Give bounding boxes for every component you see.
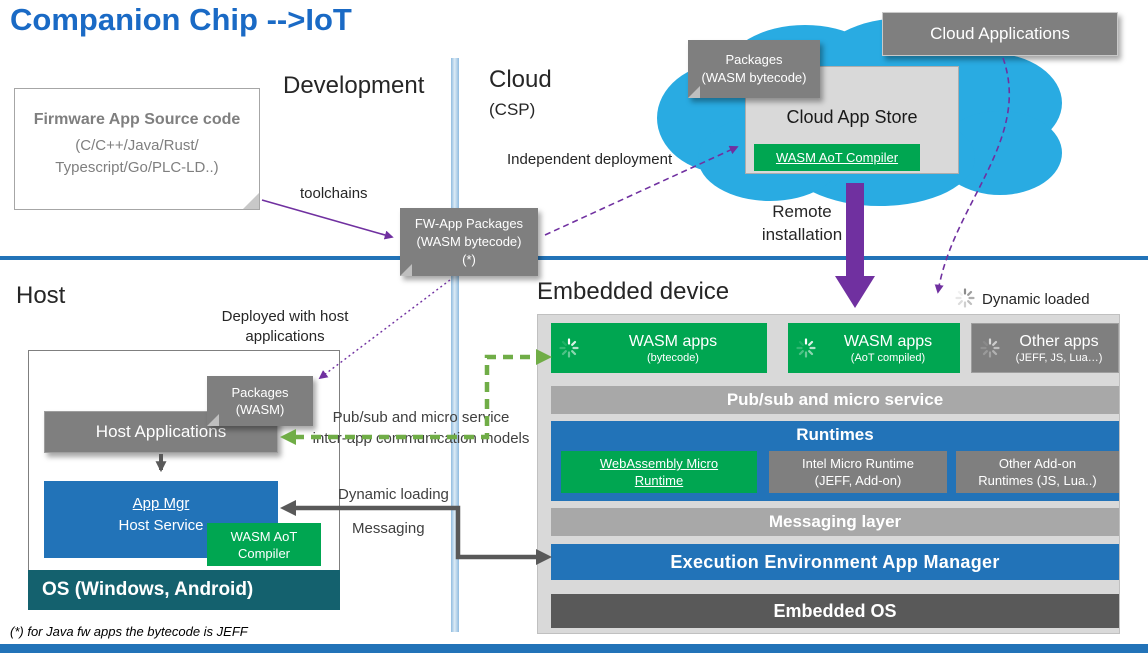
host-os-bar: OS (Windows, Android) [28, 570, 340, 610]
pubsub-models-line2: inter-app communication models [312, 430, 530, 447]
cloud-applications-label: Cloud Applications [930, 24, 1070, 43]
execution-environment-label: Execution Environment App Manager [670, 551, 1000, 572]
bottom-accent-bar [0, 644, 1148, 653]
fw-app-packages-line2: (WASM bytecode) [416, 234, 522, 249]
toolchains-label: toolchains [300, 185, 368, 202]
app-title: WASM apps [843, 332, 933, 350]
pubsub-models-label: Pub/sub and micro service inter-app comm… [296, 407, 546, 449]
embedded-os-label: Embedded OS [773, 600, 897, 621]
embedded-device-panel: WASM apps (bytecode) WASM apps (AoT comp… [537, 314, 1120, 634]
webassembly-micro-runtime-box: WebAssembly Micro Runtime [561, 451, 757, 493]
host-applications-label: Host Applications [95, 422, 227, 441]
host-packages-line2: (WASM) [235, 402, 285, 417]
messaging-label: Messaging [352, 520, 425, 537]
app-subtitle: (JEFF, JS, Lua…) [1015, 351, 1103, 364]
section-label-csp: (CSP) [489, 100, 536, 119]
host-aot-line2: Compiler [237, 546, 290, 561]
toolchains-arrow [261, 199, 394, 240]
runtime-line1: Other Add-on [998, 456, 1077, 471]
fw-app-packages-line1: FW-App Packages [414, 216, 524, 231]
fw-app-packages-line3: (*) [462, 252, 476, 267]
section-label-development: Development [283, 72, 425, 99]
app-mgr-label: App Mgr [132, 495, 190, 512]
deployed-line1: Deployed with host [221, 308, 349, 325]
independent-deployment-label: Independent deployment [507, 151, 673, 168]
cloud-wasm-aot-compiler-label: WASM AoT Compiler [775, 150, 899, 165]
vertical-divider [451, 58, 459, 632]
runtimes-title: Runtimes [796, 425, 874, 444]
messaging-layer-bar: Messaging layer [551, 508, 1119, 536]
other-addon-runtimes-box: Other Add-on Runtimes (JS, Lua..) [956, 451, 1119, 493]
pubsub-service-bar: Pub/sub and micro service [551, 386, 1119, 414]
deployed-with-host-label: Deployed with host applications [190, 307, 380, 347]
cloud-app-store-label: Cloud App Store [786, 107, 918, 127]
note-fold-corner [688, 86, 700, 98]
embedded-os-bar: Embedded OS [551, 594, 1119, 628]
host-service-label: Host Service [118, 517, 204, 534]
firmware-languages-line2: Typescript/Go/PLC-LD..) [55, 159, 219, 176]
runtimes-panel: Runtimes WebAssembly Micro Runtime Intel… [551, 421, 1119, 501]
host-wasm-aot-compiler-box: WASM AoT Compiler [207, 523, 321, 566]
host-aot-line1: WASM AoT [230, 529, 298, 544]
pubsub-service-label: Pub/sub and micro service [726, 390, 944, 409]
runtime-line2: (JEFF, Add-on) [814, 473, 902, 488]
section-label-cloud: Cloud [489, 66, 552, 93]
remote-line2: installation [761, 225, 843, 244]
wasm-apps-bytecode-box: WASM apps (bytecode) [551, 323, 767, 373]
firmware-source-title: Firmware App Source code [33, 111, 241, 128]
horizontal-divider [0, 256, 1148, 260]
loading-spinner-icon [955, 288, 975, 308]
section-label-host: Host [16, 282, 66, 309]
runtime-line1: WebAssembly Micro [599, 456, 719, 471]
messaging-layer-label: Messaging layer [768, 512, 902, 531]
app-title: WASM apps [628, 332, 718, 350]
section-label-embedded-device: Embedded device [537, 278, 730, 305]
cloud-wasm-aot-compiler-box: WASM AoT Compiler [754, 144, 920, 171]
remote-line1: Remote [772, 202, 832, 221]
other-apps-box: Other apps (JEFF, JS, Lua…) [971, 323, 1119, 373]
runtime-line1: Intel Micro Runtime [802, 456, 914, 471]
loading-spinner-icon [796, 338, 816, 358]
app-subtitle: (bytecode) [647, 351, 699, 364]
app-title: Other apps [1019, 332, 1099, 350]
note-fold-corner [207, 414, 219, 426]
host-os-label: OS (Windows, Android) [42, 579, 254, 600]
loading-spinner-icon [980, 338, 1000, 358]
note-fold-corner [400, 264, 412, 276]
dynamic-loaded-label: Dynamic loaded [982, 291, 1090, 308]
execution-environment-bar: Execution Environment App Manager [551, 544, 1119, 580]
pubsub-models-line1: Pub/sub and micro service [332, 409, 510, 426]
wasm-apps-aot-box: WASM apps (AoT compiled) [788, 323, 960, 373]
firmware-source-box: Firmware App Source code (C/C++/Java/Rus… [14, 88, 260, 210]
cloud-applications-box: Cloud Applications [882, 12, 1118, 56]
app-subtitle: (AoT compiled) [850, 351, 926, 364]
loading-spinner-icon [559, 338, 579, 358]
fw-app-packages-note: FW-App Packages (WASM bytecode) (*) [400, 208, 538, 276]
remote-installation-label: Remote installation [742, 200, 862, 246]
firmware-languages-line1: (C/C++/Java/Rust/ [75, 137, 199, 154]
runtime-line2: Runtime [634, 473, 684, 488]
page-fold-corner [243, 193, 259, 209]
deployed-line2: applications [245, 328, 325, 345]
footnote: (*) for Java fw apps the bytecode is JEF… [10, 624, 248, 639]
intel-micro-runtime-box: Intel Micro Runtime (JEFF, Add-on) [769, 451, 947, 493]
host-packages-line1: Packages [231, 385, 289, 400]
runtime-line2: Runtimes (JS, Lua..) [978, 473, 1097, 488]
dynamic-loading-label: Dynamic loading [338, 486, 449, 503]
cloud-packages-line2: (WASM bytecode) [701, 70, 807, 85]
cloud-packages-line1: Packages [725, 52, 783, 67]
page-title: Companion Chip -->IoT [10, 2, 352, 37]
cloud-packages-note: Packages (WASM bytecode) [688, 40, 820, 98]
